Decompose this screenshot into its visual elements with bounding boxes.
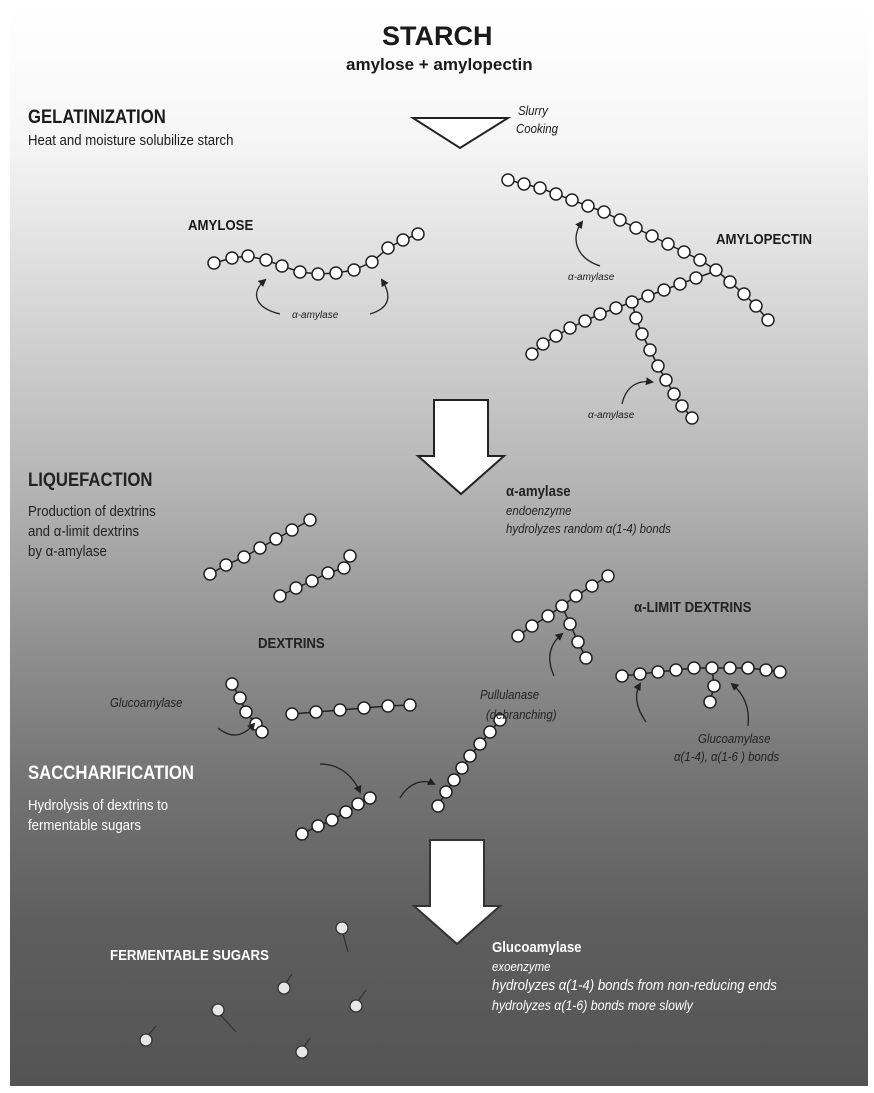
saccharification-chains: [295, 713, 507, 841]
amylopectin-enzyme-label-1: α-amylase: [568, 272, 615, 283]
glucose-units: [139, 921, 367, 1059]
pullulanase-label: Pullulanase: [480, 687, 540, 702]
alpha-amylase-name: α-amylase: [506, 483, 571, 500]
glucoamylase-arrow-left: [217, 722, 256, 736]
page-subtitle: amylose + amylopectin: [346, 55, 533, 74]
glucoamylase-left-label: Glucoamylase: [110, 695, 183, 710]
gelatinization-description: Heat and moisture solubilize starch: [28, 132, 234, 149]
diagram-artwork: [139, 117, 787, 1059]
amylose-enzyme-arrow-right: [369, 278, 389, 315]
process-cooking: Cooking: [516, 121, 558, 136]
amylopectin-enzyme-arrow-2: [621, 377, 654, 405]
gelatinization-heading: GELATINIZATION: [28, 107, 166, 128]
page-title: STARCH: [382, 21, 493, 51]
starch-hydrolysis-figure: STARCH amylose + amylopectin GELATINIZAT…: [10, 8, 868, 1086]
process-arrow-2: [415, 399, 507, 496]
amylopectin-chain: [501, 173, 775, 425]
dextrins-label: DEXTRINS: [258, 635, 325, 652]
glucoamylase-name: Glucoamylase: [492, 939, 582, 956]
process-slurry: Slurry: [518, 103, 548, 118]
alpha-limit-dextrins-label: α-LIMIT DEXTRINS: [634, 599, 752, 616]
saccharification-desc-line2: fermentable sugars: [28, 817, 141, 834]
glucoamylase-type: exoenzyme: [492, 959, 551, 974]
liquefaction-desc-line3: by α-amylase: [28, 543, 107, 560]
saccharification-arrow-2: [399, 777, 436, 799]
saccharification-heading: SACCHARIFICATION: [28, 763, 194, 784]
glucoamylase-arrow-right-1: [633, 682, 647, 723]
glucoamylase-bonds-label: α(1-4), α(1-6 ) bonds: [674, 749, 780, 764]
amylopectin-enzyme-label-2: α-amylase: [588, 410, 635, 421]
fermentable-sugars-label: FERMENTABLE SUGARS: [110, 947, 269, 964]
amylopectin-label: AMYLOPECTIN: [716, 231, 813, 248]
dextrin-chains: [203, 513, 417, 739]
amylose-enzyme-label: α-amylase: [292, 310, 339, 321]
saccharification-desc-line1: Hydrolysis of dextrins to: [28, 797, 169, 814]
alpha-amylase-action: hydrolyzes random α(1-4) bonds: [506, 521, 671, 536]
saccharification-arrow-1: [319, 763, 362, 794]
alpha-limit-dextrin-chains: [511, 569, 787, 709]
liquefaction-desc-line2: and α-limit dextrins: [28, 523, 140, 540]
amylose-enzyme-arrow-left: [255, 278, 281, 315]
pullulanase-arrow: [549, 632, 564, 677]
amylose-label: AMYLOSE: [188, 217, 254, 234]
liquefaction-heading: LIQUEFACTION: [28, 470, 153, 491]
amylose-chain: [207, 227, 425, 281]
glucoamylase-right-label: Glucoamylase: [698, 731, 771, 746]
glucoamylase-arrow-right-2: [730, 682, 750, 727]
liquefaction-desc-line1: Production of dextrins: [28, 503, 156, 520]
process-arrow-3: [411, 839, 503, 946]
glucoamylase-action-1: hydrolyzes α(1-4) bonds from non-reducin…: [492, 977, 777, 994]
amylopectin-enzyme-arrow-1: [575, 220, 601, 267]
debranching-label: (debranching): [486, 707, 557, 722]
process-arrow-1: [409, 117, 512, 150]
alpha-amylase-type: endoenzyme: [506, 503, 572, 518]
glucoamylase-action-2: hydrolyzes α(1-6) bonds more slowly: [492, 997, 693, 1013]
